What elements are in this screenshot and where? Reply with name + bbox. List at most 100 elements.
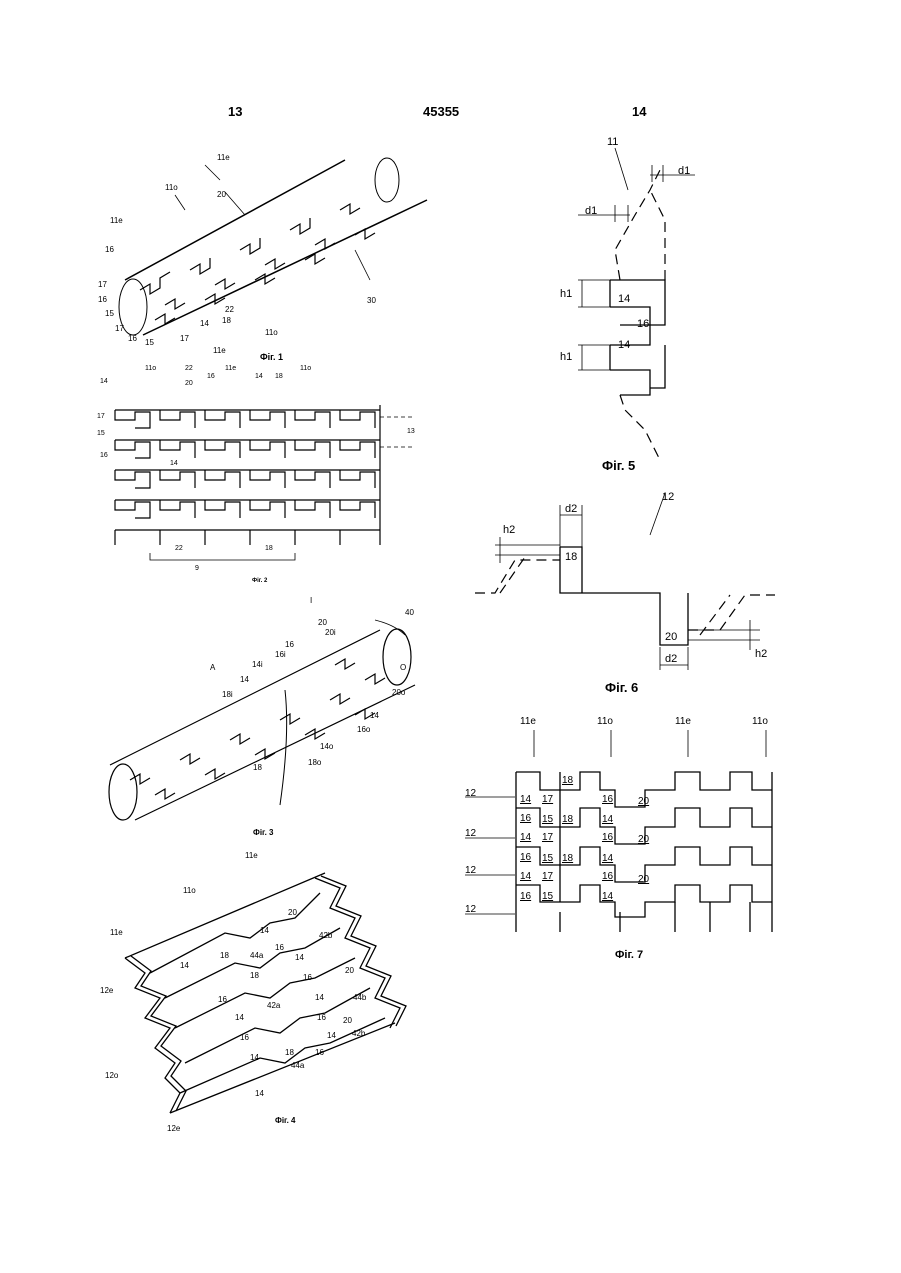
fig2-label: 18 [275, 373, 283, 380]
fig2-label: 11o [300, 365, 311, 372]
fig4-label: 12e [167, 1124, 181, 1133]
fig3-label: I [310, 596, 312, 605]
fig2-label: 9 [195, 565, 199, 572]
fig1-label: 22 [225, 305, 234, 314]
fig1-label: 11e [110, 216, 123, 225]
fig1-label: 16 [98, 295, 107, 304]
figure-7: 11e 11o 11e 11o 12 12 12 12 18 14 17 16 … [460, 712, 790, 967]
figure-5: 11 d1 d1 h1 14 16 h1 14 Фіг. 5 [540, 130, 720, 475]
fig6-label: h2 [755, 648, 767, 660]
fig6-label: h2 [503, 524, 515, 536]
fig3-label: 18i [222, 690, 233, 699]
fig7-column-label: 11o [597, 716, 613, 727]
fig3-label: 20 [318, 618, 327, 627]
fig4-label: 14 [260, 926, 269, 935]
fig7-cell: 15 [542, 853, 554, 864]
fig5-label: d1 [678, 165, 690, 177]
fig3-label: 16o [357, 725, 371, 734]
fig2-label: 14 [170, 460, 178, 467]
fig4-label: 11o [183, 886, 196, 895]
fig3-label: 40 [405, 608, 414, 617]
fig2-label: 11o [145, 365, 156, 372]
fig1-label: 11o [165, 183, 178, 192]
fig6-label: d2 [565, 503, 577, 515]
fig7-caption: Фіг. 7 [615, 949, 643, 961]
fig1-label: 14 [200, 319, 209, 328]
fig7-cell: 20 [638, 834, 650, 845]
fig4-label: 11e [245, 851, 258, 860]
fig1-label: 15 [105, 309, 114, 318]
fig3-label: 20i [325, 628, 336, 637]
fig7-cell: 18 [562, 853, 574, 864]
fig4-label: 18 [285, 1048, 294, 1057]
fig5-label: h1 [560, 351, 572, 363]
fig7-cell: 14 [520, 871, 532, 882]
fig5-label: h1 [560, 288, 572, 300]
fig7-cell: 15 [542, 891, 554, 902]
fig2-label: 22 [175, 545, 183, 552]
figure-3: I 20 20i 16 40 16i A 14i O 14 18i 20o 14… [95, 595, 435, 840]
fig4-label: 18 [220, 951, 229, 960]
fig2-label: 17 [97, 413, 105, 420]
fig7-cell: 14 [602, 814, 614, 825]
fig4-label: 20 [343, 1016, 352, 1025]
fig1-label: 11o [265, 328, 278, 337]
fig4-label: 20 [345, 966, 354, 975]
fig4-caption: Фіг. 4 [275, 1116, 296, 1125]
fig4-label: 16 [303, 973, 312, 982]
fig7-column-label: 11o [752, 716, 768, 727]
fig2-label: 20 [185, 380, 193, 387]
fig4-label: 14 [180, 961, 189, 970]
fig2-label: 11e [225, 365, 236, 372]
page-number-left: 13 [228, 104, 242, 119]
fig4-label: 44a [250, 951, 264, 960]
fig2-label: 16 [207, 373, 215, 380]
fig7-cell: 14 [520, 794, 532, 805]
fig4-label: 42b [319, 931, 333, 940]
fig7-cell: 14 [602, 891, 614, 902]
fig7-cell: 16 [602, 871, 614, 882]
fig2-label: 22 [185, 365, 193, 372]
fig4-label: 11e [110, 928, 123, 937]
fig5-label: 11 [607, 136, 618, 148]
fig7-cell: 16 [602, 794, 614, 805]
fig3-label: 18 [253, 763, 262, 772]
fig5-label: 16 [637, 318, 649, 330]
fig2-label: 13 [407, 428, 415, 435]
fig4-label: 14 [235, 1013, 244, 1022]
fig2-label: 18 [265, 545, 273, 552]
fig4-label: 42a [267, 1001, 281, 1010]
fig7-cell: 17 [542, 832, 554, 843]
fig2-caption: Фіг. 2 [252, 578, 268, 584]
fig6-label: d2 [665, 653, 677, 665]
fig4-label: 12e [100, 986, 114, 995]
fig5-label: 14 [618, 293, 630, 305]
fig4-label: 16 [315, 1048, 324, 1057]
fig4-label: 16 [317, 1013, 326, 1022]
fig3-label: 14i [252, 660, 263, 669]
fig7-column-label: 11e [675, 716, 691, 727]
fig3-label: 16i [275, 650, 286, 659]
fig6-label: 18 [565, 551, 577, 563]
fig4-label: 14 [295, 953, 304, 962]
fig3-label: 14 [370, 711, 379, 720]
fig4-label: 18 [250, 971, 259, 980]
fig7-row-label: 12 [465, 788, 477, 799]
fig3-label: O [400, 663, 406, 672]
patent-number: 45355 [423, 104, 459, 119]
fig1-label: 17 [98, 280, 107, 289]
fig3-label: 16 [285, 640, 294, 649]
fig7-cell: 17 [542, 871, 554, 882]
fig1-label: 16 [105, 245, 114, 254]
fig4-label: 16 [275, 943, 284, 952]
fig7-cell: 16 [520, 852, 532, 863]
figure-2: 11o 22 16 11e 14 18 11o 14 20 17 15 16 1… [95, 365, 425, 585]
figure-1: 11e 11o 20 11e 16 17 16 15 17 16 15 14 2… [95, 140, 445, 365]
fig6-label: 12 [662, 491, 674, 503]
fig7-row-label: 12 [465, 865, 477, 876]
fig1-label: 11e [213, 346, 226, 355]
fig4-label: 16 [218, 995, 227, 1004]
fig6-label: 20 [665, 631, 677, 643]
fig7-column-label: 11e [520, 716, 536, 727]
fig3-label: A [210, 663, 216, 672]
